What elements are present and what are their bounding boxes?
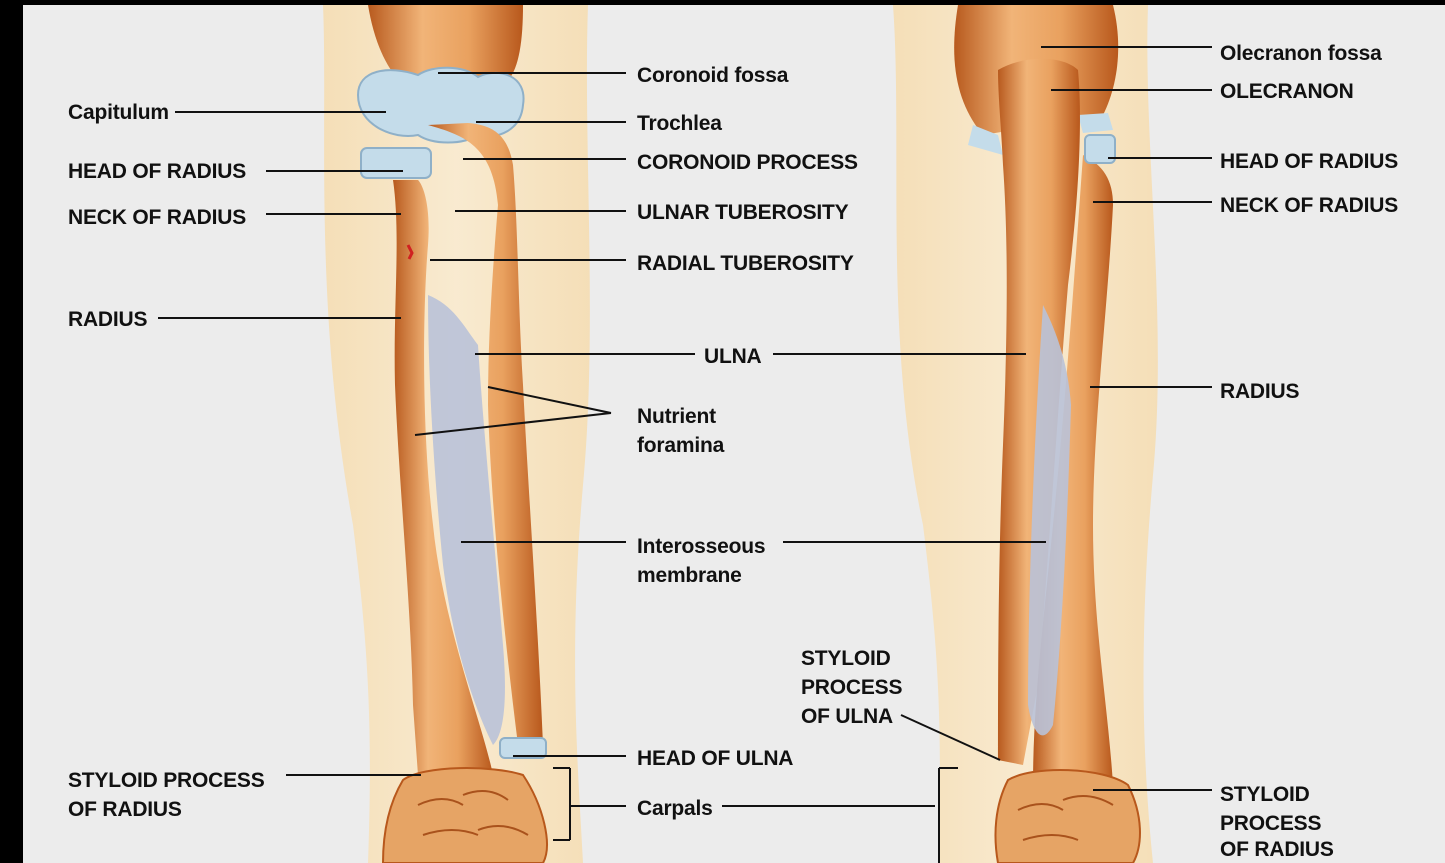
posterior-forearm <box>893 5 1158 863</box>
label-ulnar-tuberosity: ULNAR TUBEROSITY <box>637 198 848 227</box>
label-styloid-ulna-line2: PROCESS <box>801 673 902 702</box>
label-carpals: Carpals <box>637 794 713 823</box>
forearm-illustration <box>23 5 1445 863</box>
label-styloid-ulna-line3: OF ULNA <box>801 702 893 731</box>
label-coronoid-process: CORONOID PROCESS <box>637 148 858 177</box>
label-radial-tuberosity: RADIAL TUBEROSITY <box>637 249 854 278</box>
label-interosseous-line1: Interosseous <box>637 532 765 561</box>
label-styloid-radius-left-line2: OF RADIUS <box>68 795 182 824</box>
label-olecranon-fossa: Olecranon fossa <box>1220 39 1382 68</box>
label-styloid-radius-right-line3: OF RADIUS <box>1220 835 1334 863</box>
label-nutrient-foramina-line2: foramina <box>637 431 724 460</box>
label-radius-left: RADIUS <box>68 305 147 334</box>
label-capitulum: Capitulum <box>68 98 169 127</box>
label-head-of-radius-left: HEAD OF RADIUS <box>68 157 246 186</box>
label-interosseous-line2: membrane <box>637 561 742 590</box>
label-styloid-radius-right-line2: PROCESS <box>1220 809 1321 838</box>
label-styloid-radius-right-line1: STYLOID <box>1220 780 1310 809</box>
label-coronoid-fossa: Coronoid fossa <box>637 61 788 90</box>
label-styloid-ulna-line1: STYLOID <box>801 644 891 673</box>
label-neck-of-radius-right: NECK OF RADIUS <box>1220 191 1398 220</box>
label-neck-of-radius-left: NECK OF RADIUS <box>68 203 246 232</box>
label-ulna: ULNA <box>704 342 762 371</box>
label-styloid-radius-left-line1: STYLOID PROCESS <box>68 766 265 795</box>
label-olecranon: OLECRANON <box>1220 77 1354 106</box>
label-head-of-radius-right: HEAD OF RADIUS <box>1220 147 1398 176</box>
label-nutrient-foramina-line1: Nutrient <box>637 402 716 431</box>
label-radius-right: RADIUS <box>1220 377 1299 406</box>
illustration-panel: Coronoid fossa Capitulum Trochlea HEAD O… <box>23 5 1445 863</box>
anterior-forearm <box>323 5 590 863</box>
label-head-of-ulna: HEAD OF ULNA <box>637 744 793 773</box>
label-trochlea: Trochlea <box>637 109 722 138</box>
